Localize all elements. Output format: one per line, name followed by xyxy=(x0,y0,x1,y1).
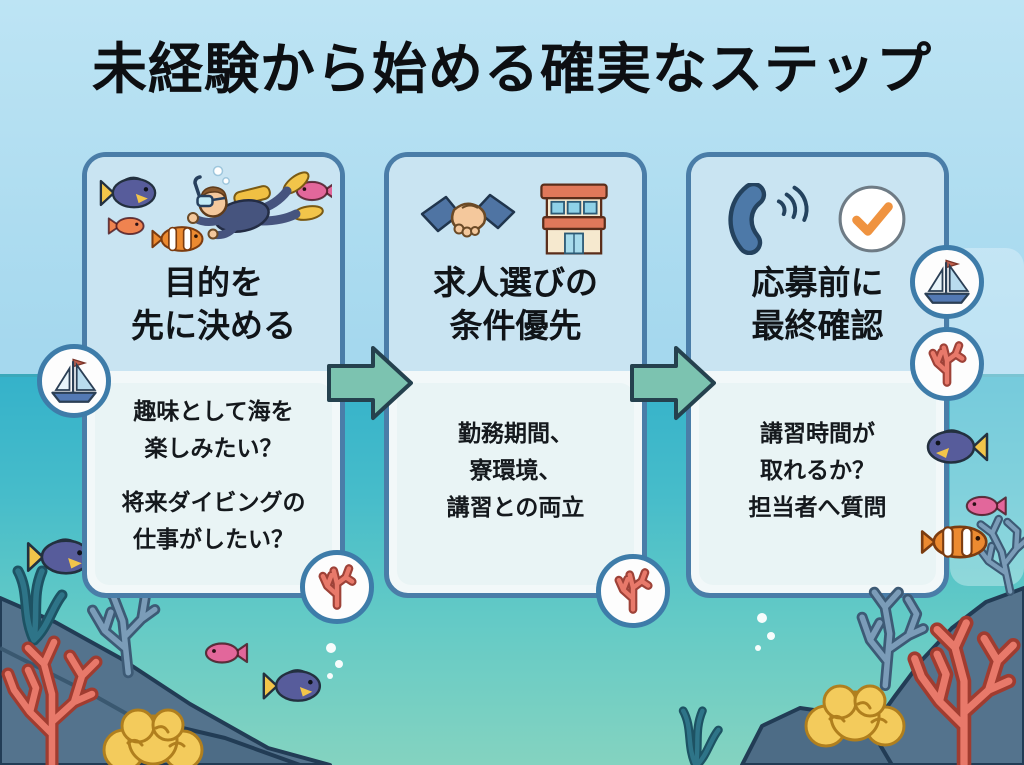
step-card-1: 目的を 先に決める 趣味として海を 楽しみたい？ 将来ダイビングの 仕事がしたい… xyxy=(82,152,345,598)
scuba-diver-with-fish-illustration-icon xyxy=(99,165,332,252)
phone-call-icon xyxy=(727,183,809,255)
step-3-checklist: 講習時間が 取れるか？ 担当者へ質問 xyxy=(748,420,887,520)
coral-badge-2 xyxy=(596,554,670,628)
bubbles xyxy=(326,613,775,679)
step-card-3: 応募前に 最終確認 講習時間が 取れるか？ 担当者へ質問 xyxy=(686,152,949,598)
page-title: 未経験から始める確実なステップ xyxy=(91,38,932,100)
step-3-body: 講習時間が 取れるか？ 担当者へ質問 xyxy=(699,383,936,585)
step-1-question-2: 将来ダイビングの 仕事がしたい？ xyxy=(121,489,306,552)
step-3-title: 応募前に 最終確認 xyxy=(751,264,884,344)
step-1-question-1: 趣味として海を 楽しみたい？ xyxy=(133,398,294,461)
step-card-3-header: 応募前に 最終確認 xyxy=(691,157,944,371)
step-2-body: 勤務期間、 寮環境、 講習との両立 xyxy=(397,383,634,585)
sailboat-icon xyxy=(924,259,970,304)
bubble xyxy=(212,165,223,177)
sailboat-badge-right xyxy=(910,245,984,319)
step-2-conditions: 勤務期間、 寮環境、 講習との両立 xyxy=(446,420,585,520)
step-card-2-header: 求人選びの 条件優先 xyxy=(389,157,642,371)
coral-icon xyxy=(928,341,967,387)
dormitory-building-icon xyxy=(539,183,608,255)
coral-badge-right xyxy=(910,327,984,401)
scuba-diver-icon xyxy=(186,171,324,240)
rock-left xyxy=(0,596,332,765)
coral-badge-1 xyxy=(300,550,374,624)
bubble xyxy=(221,177,230,185)
step-2-title: 求人選びの 条件優先 xyxy=(433,264,598,344)
coral-icon xyxy=(614,568,653,614)
step-1-title: 目的を 先に決める xyxy=(131,264,296,344)
step-card-2: 求人選びの 条件優先 勤務期間、 寮環境、 講習との両立 xyxy=(384,152,647,598)
coral-icon xyxy=(318,564,357,610)
step-1-body: 趣味として海を 楽しみたい？ 将来ダイビングの 仕事がしたい？ xyxy=(95,383,332,585)
arrow-step1-to-step2 xyxy=(327,346,413,420)
sailboat-icon xyxy=(51,358,97,403)
step-card-1-header: 目的を 先に決める xyxy=(87,157,340,371)
sailboat-badge xyxy=(37,344,111,418)
handshake-icon xyxy=(420,193,515,238)
arrow-step2-to-step3 xyxy=(630,346,716,420)
check-circle-icon xyxy=(838,185,905,253)
